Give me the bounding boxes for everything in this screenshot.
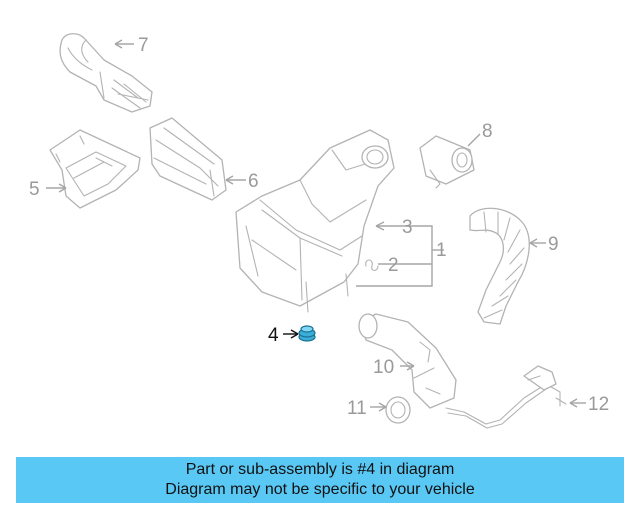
callout-8[interactable]: 8 bbox=[482, 121, 493, 142]
callout-11[interactable]: 11 bbox=[347, 398, 367, 419]
part-2-clip[interactable] bbox=[365, 259, 379, 272]
callout-7[interactable]: 7 bbox=[138, 35, 149, 56]
leader-6-arrow bbox=[225, 175, 234, 185]
info-banner: Part or sub-assembly is #4 in diagram Di… bbox=[16, 457, 624, 503]
leader-9-arrow bbox=[529, 238, 538, 248]
callout-9[interactable]: 9 bbox=[548, 234, 559, 255]
banner-line-1: Part or sub-assembly is #4 in diagram bbox=[185, 461, 455, 478]
leader-10-arrow bbox=[406, 361, 415, 371]
part-11-hose-clamp[interactable] bbox=[385, 396, 411, 424]
banner-line-2: Diagram may not be specific to your vehi… bbox=[165, 481, 475, 498]
callout-12[interactable]: 12 bbox=[588, 394, 609, 415]
leader-3-arrow bbox=[375, 221, 385, 231]
leader-8 bbox=[467, 133, 481, 147]
parts-diagram: 7 5 6 3 1 2 4 bbox=[29, 33, 609, 429]
part-10-throttle-hose[interactable] bbox=[358, 313, 457, 409]
callout-10[interactable]: 10 bbox=[373, 357, 394, 378]
part-1-air-cleaner-assembly[interactable] bbox=[235, 129, 395, 313]
callout-5[interactable]: 5 bbox=[29, 179, 40, 200]
part-5-air-guide[interactable] bbox=[49, 129, 141, 209]
callout-6[interactable]: 6 bbox=[248, 171, 259, 192]
leader-7-arrow bbox=[114, 39, 123, 49]
part-4-grommet[interactable] bbox=[298, 325, 316, 342]
leader-4-arrow bbox=[290, 329, 299, 339]
leader-5-arrow bbox=[58, 183, 67, 193]
callout-2[interactable]: 2 bbox=[388, 255, 399, 276]
leader-1-bracket bbox=[356, 225, 433, 287]
part-7-intake-duct[interactable] bbox=[59, 33, 153, 113]
part-6-snorkel[interactable] bbox=[149, 117, 227, 201]
part-8-air-flow-sensor[interactable] bbox=[419, 135, 475, 189]
part-9-hose[interactable] bbox=[469, 207, 530, 325]
callout-3[interactable]: 3 bbox=[402, 217, 413, 238]
leader-12-arrow bbox=[569, 398, 578, 408]
callout-4[interactable]: 4 bbox=[268, 325, 279, 346]
leader-11-arrow bbox=[378, 402, 387, 412]
callout-1[interactable]: 1 bbox=[436, 240, 447, 261]
part-12-breather-line[interactable] bbox=[445, 365, 567, 429]
